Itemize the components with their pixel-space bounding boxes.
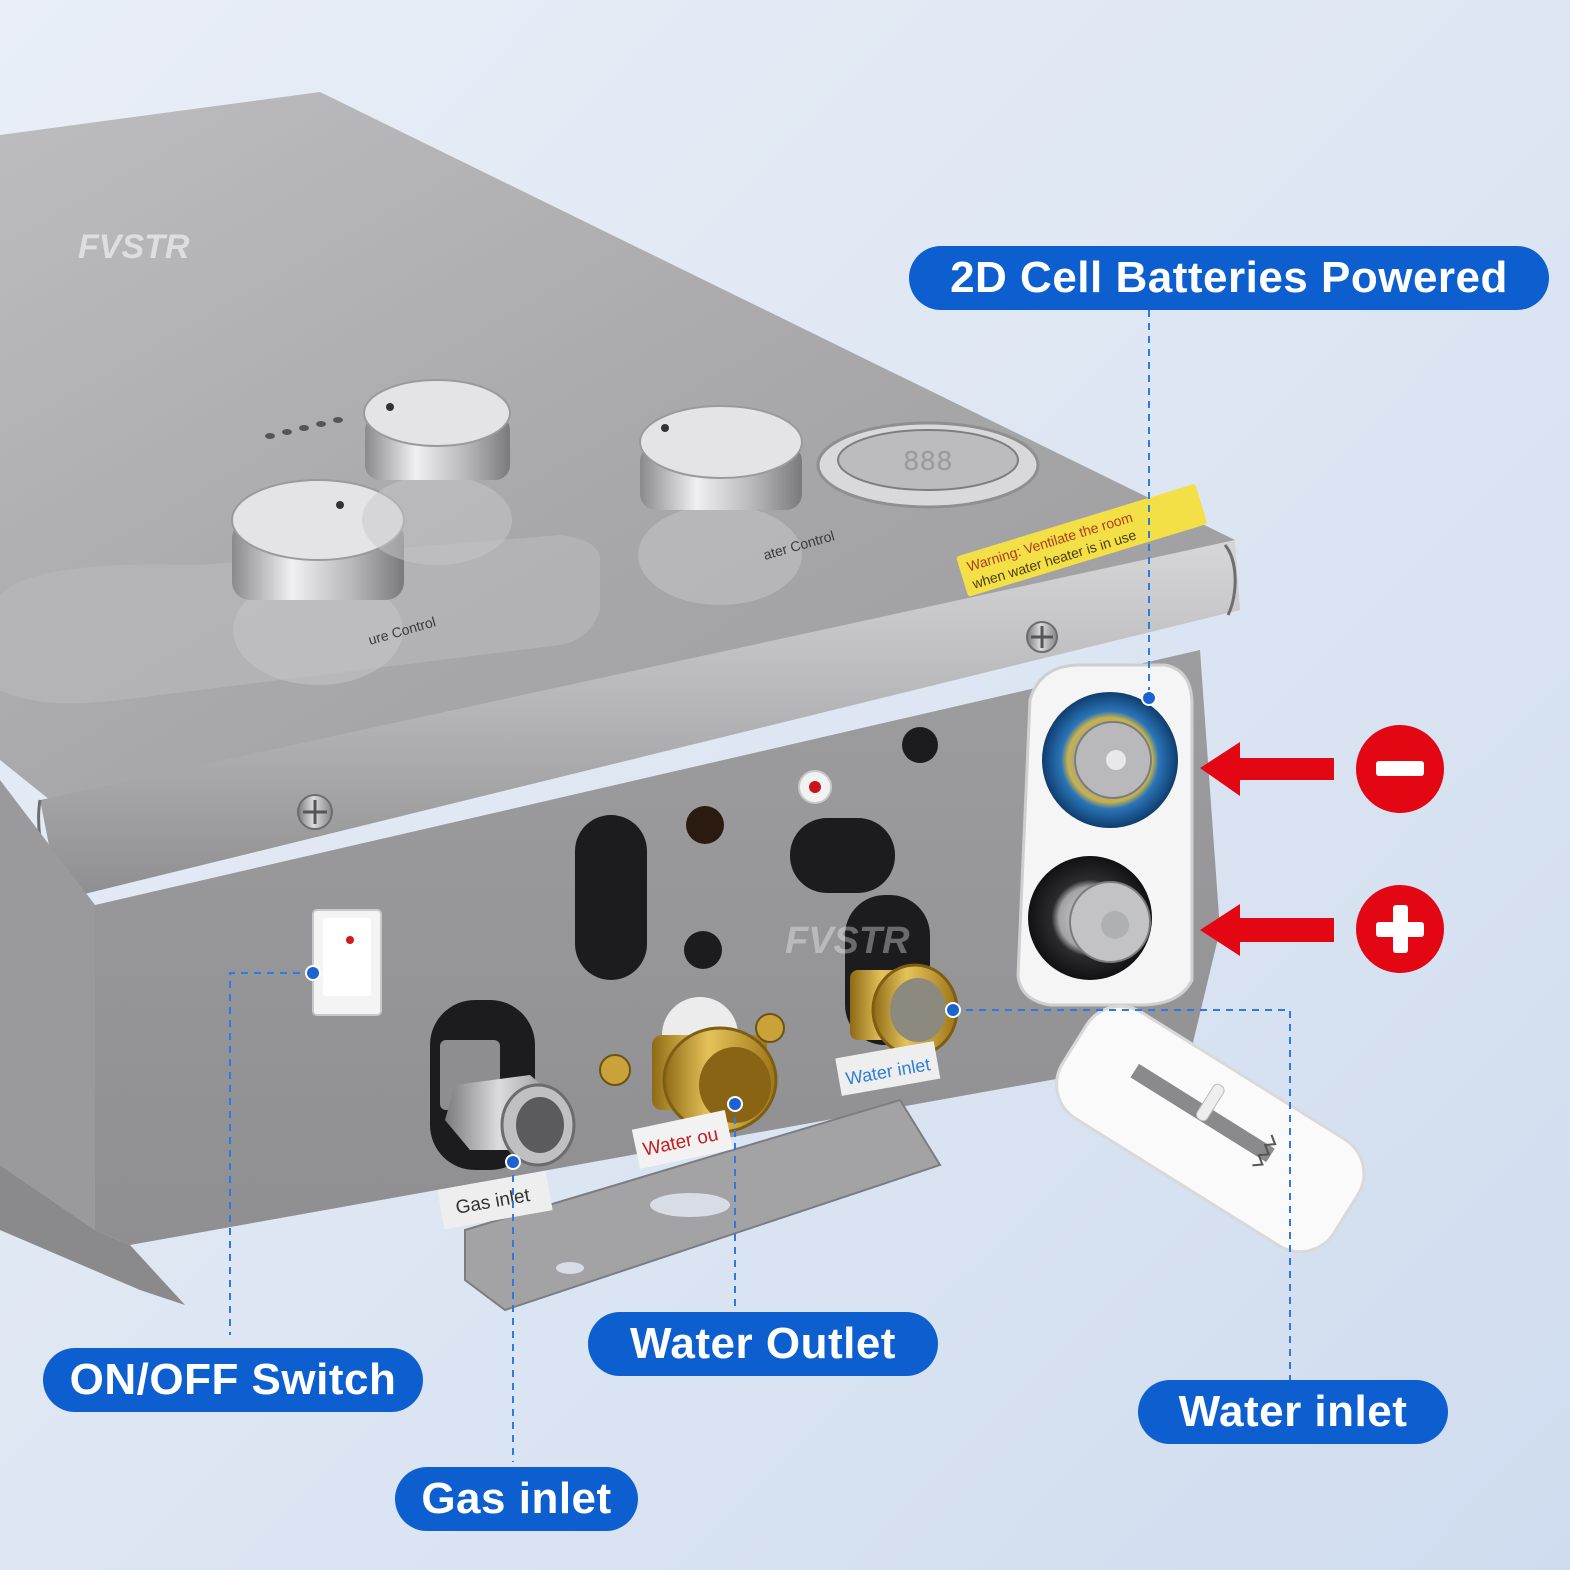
on-off-switch[interactable] (312, 909, 382, 1016)
battery-bottom-positive (1028, 856, 1152, 980)
watermark-top-left: FVSTR (78, 228, 190, 266)
temperature-display: 888 (816, 421, 1040, 509)
water-outlet-label-tag: Water ou (631, 1110, 734, 1169)
battery-compartment-lid[interactable] (1041, 991, 1379, 1267)
water-control-knob[interactable] (638, 405, 803, 605)
svg-text:888: 888 (903, 447, 953, 477)
heater-front-face (0, 650, 1220, 1305)
switch-callout: ON/OFF Switch (43, 1348, 423, 1412)
batteries-callout: 2D Cell Batteries Powered (909, 246, 1549, 310)
negative-polarity-icon (1356, 725, 1444, 813)
water-inlet-label-tag: Water inlet (835, 1041, 941, 1096)
water-inlet-fitting (850, 963, 959, 1057)
arrow-positive (1200, 904, 1334, 956)
indicator-led (798, 770, 832, 804)
arrow-negative (1200, 742, 1334, 796)
watermark-center: FVSTR (785, 920, 910, 962)
temperature-knob[interactable] (231, 479, 405, 685)
screw-right (1026, 621, 1058, 653)
water-inlet-callout: Water inlet (1138, 1380, 1448, 1444)
water-outlet-callout: Water Outlet (588, 1312, 938, 1376)
gas-inlet-fitting (440, 1040, 576, 1167)
gas-inlet-callout: Gas inlet (395, 1467, 638, 1531)
gas-control-knob[interactable] (362, 379, 512, 565)
screw-left (297, 794, 333, 830)
positive-polarity-icon (1356, 885, 1444, 973)
leader-lines (229, 310, 1291, 1462)
gas-inlet-label-tag: Gas inlet (437, 1170, 553, 1230)
leader-dots (305, 690, 1157, 1170)
battery-top-negative (1042, 692, 1178, 828)
vent-slots (265, 417, 343, 439)
mounting-bracket (464, 1098, 942, 1312)
water-outlet-fitting (599, 997, 785, 1134)
